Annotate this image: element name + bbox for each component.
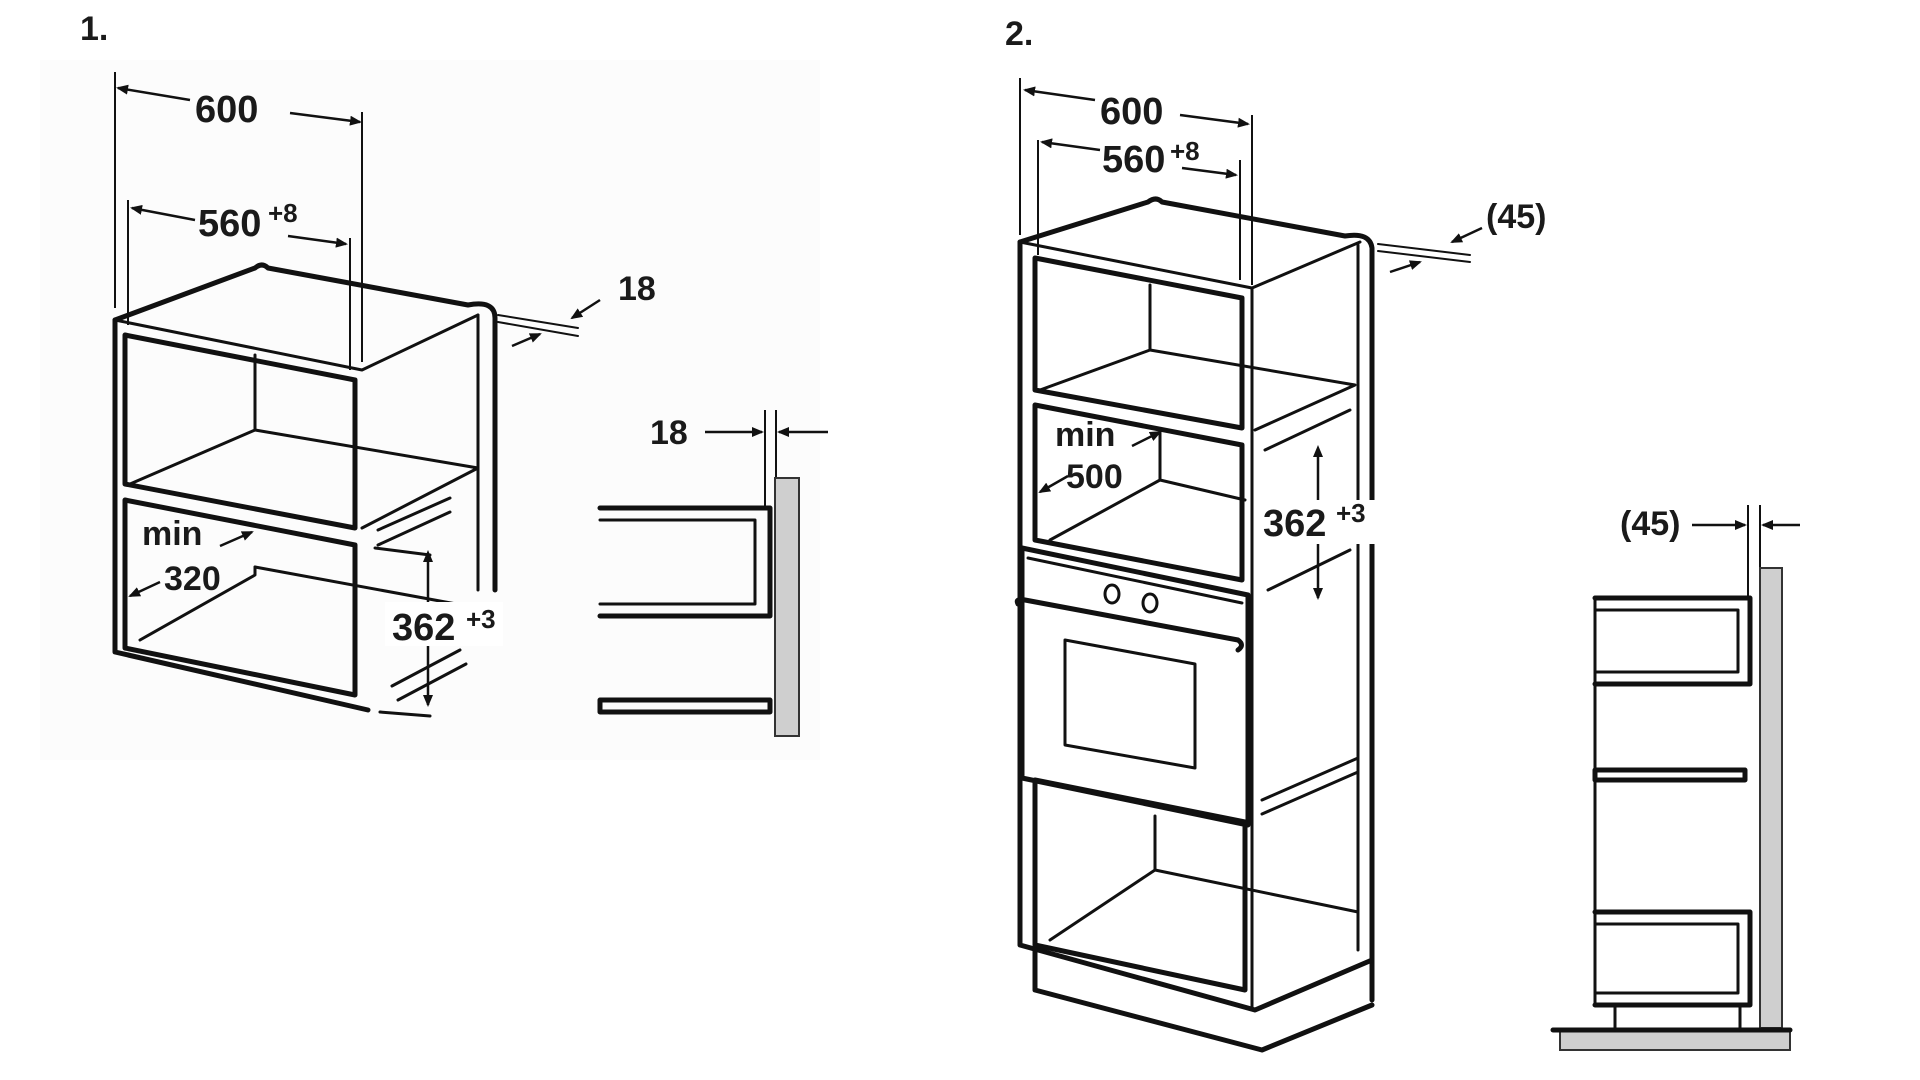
fig2-microwave-niche-floor (1048, 478, 1162, 542)
fig1-depth-arrow-a (219, 530, 254, 548)
figure-1: 1. 600 560 +8 mi (80, 10, 828, 737)
fig2-oven-knob-left (1103, 583, 1121, 605)
fig1-cabinet-front-left-bottom (112, 317, 371, 713)
fig2-detail-bottom-bracket-inner (1593, 922, 1740, 995)
fig1-width-inner-tolerance: +8 (268, 198, 298, 228)
fig2-thickness-ext-a (1377, 243, 1471, 256)
fig1-depth-min-value: 320 (164, 560, 221, 598)
fig2-detail-top-bracket (1592, 595, 1753, 687)
fig2-cabinet-top-back (1017, 196, 1375, 1003)
fig2-bottom-niche-back (1048, 814, 1157, 942)
fig1-height-label: 362 (392, 607, 455, 649)
fig2-microwave-niche-front (1032, 402, 1245, 583)
fig1-shelf-upper (253, 428, 480, 530)
fig1-inner-width-arrow-right (287, 234, 348, 248)
fig2-depth-min-word: min (1055, 416, 1115, 454)
fig2-panel-thickness-label: (45) (1620, 505, 1680, 543)
fig2-detail-mid-shelf (1592, 767, 1748, 783)
fig2-detail-floor (1559, 1029, 1791, 1051)
fig2-microwave-niche-back (1158, 428, 1247, 502)
fig1-detail-lower-shelf (597, 697, 773, 715)
fig2-top-niche-front (1032, 255, 1245, 431)
fig2-inner-width-arrow-right (1181, 166, 1238, 179)
fig1-thickness-arrow-a (570, 298, 601, 320)
fig1-detail-wall (774, 477, 800, 737)
fig2-niche-edge-b (1266, 548, 1352, 592)
fig2-height-label: 362 (1263, 503, 1326, 545)
fig1-width-arrow-right (289, 111, 362, 126)
fig1-height-ext-top (373, 546, 432, 557)
figure-2: 2. 600 560 +8 min (1005, 15, 1800, 1053)
fig2-oven-control-panel-edge (1026, 556, 1244, 605)
fig2-oven-window (1063, 638, 1197, 770)
fig1-width-inner-label: 560 (198, 203, 261, 245)
fig2-oven-edge-b (1260, 770, 1360, 816)
fig2-height-label-bg (1262, 500, 1382, 544)
fig1-depth-min-word: min (142, 515, 202, 553)
fig1-shelf-edge-b (376, 510, 452, 547)
fig1-width-outer-label: 600 (195, 89, 258, 131)
fig1-panel-thickness-label: 18 (650, 414, 688, 452)
fig2-top-niche-back (1038, 283, 1152, 392)
fig2-oven-edge-a (1260, 756, 1360, 802)
fig2-oven-body (1019, 545, 1251, 828)
fig1-lower-niche-back-edge (253, 565, 480, 610)
fig2-inner-width-arrow-left (1040, 138, 1101, 152)
fig2-detail-top-bracket-inner (1593, 608, 1740, 674)
fig2-bottom-niche-floor (1153, 868, 1360, 914)
figure2-step-number: 2. (1005, 15, 1033, 53)
figure1-step-number: 1. (80, 10, 108, 48)
fig2-detail-wall (1759, 567, 1783, 1029)
fig1-height-label-bg (385, 602, 503, 646)
fig2-oven-door-handle (1014, 597, 1244, 653)
fig2-width-arrow-left (1023, 86, 1096, 102)
fig2-thickness-ext-b (1377, 250, 1471, 263)
fig1-shelf-edge-a (376, 496, 452, 532)
fig2-width-arrow-right (1179, 113, 1250, 128)
fig2-thickness-arrow-b (1389, 260, 1422, 274)
fig1-depth-arrow-b (128, 580, 161, 598)
fig2-depth-arrow-a (1131, 430, 1162, 448)
fig2-oven-knob-right (1141, 592, 1159, 614)
fig1-detail-upper-bracket-inner (598, 518, 757, 606)
fig2-plinth (1032, 947, 1375, 1053)
fig1-lower-niche-front (122, 497, 358, 698)
fig2-thickness-arrow-a (1450, 226, 1483, 244)
fig1-height-tolerance: +3 (466, 604, 496, 634)
fig1-upper-niche-front (122, 332, 358, 531)
fig2-top-shelf (1148, 348, 1357, 432)
fig2-depth-min-value: 500 (1066, 458, 1123, 496)
fig2-detail-bottom-bracket (1592, 909, 1753, 1008)
fig2-bottom-niche-front (1032, 777, 1248, 993)
fig2-side-thickness-label: (45) (1486, 198, 1546, 236)
fig1-thickness-ext-b (497, 321, 579, 337)
fig1-lower-niche-back (138, 565, 257, 642)
fig2-depth-arrow-b (1038, 474, 1069, 494)
fig1-cabinet-top-back (112, 262, 498, 593)
fig1-height-ext-bottom (378, 710, 432, 718)
fig1-inner-width-arrow-left (130, 204, 196, 222)
fig1-thickness-arrow-b (511, 332, 542, 348)
fig2-niche-edge-a (1263, 408, 1352, 452)
fig2-height-tolerance: +3 (1336, 498, 1366, 528)
fig1-thickness-ext-a (497, 314, 579, 329)
fig2-width-inner-tolerance: +8 (1170, 136, 1200, 166)
fig1-width-arrow-left (116, 84, 191, 102)
fig1-side-thickness-label: 18 (618, 270, 656, 308)
fig1-detail-upper-bracket (597, 505, 773, 619)
fig1-cabinet-top-front-edge (113, 313, 480, 372)
fig2-width-outer-label: 600 (1100, 91, 1163, 133)
fig2-width-inner-label: 560 (1102, 139, 1165, 181)
